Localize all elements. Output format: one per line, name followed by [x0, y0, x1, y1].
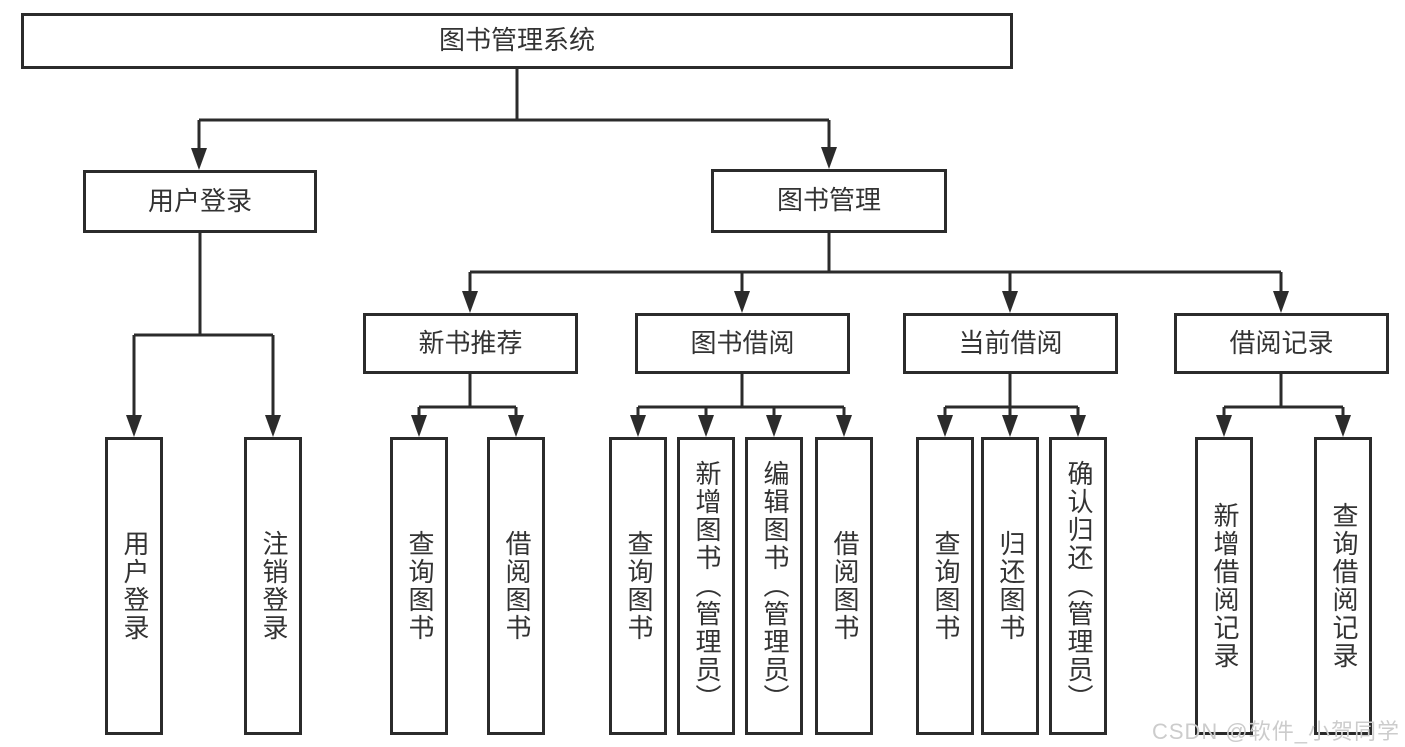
leaf-return-book-label: 归还图书	[995, 530, 1026, 642]
leaf-query-borrow-record: 查询借阅记录	[1314, 437, 1372, 735]
node-user-login: 用户登录	[83, 170, 317, 233]
node-book-borrowing-label: 图书借阅	[690, 327, 795, 358]
leaf-logout-label: 注销登录	[258, 530, 289, 642]
leaf-user-login-label: 用户登录	[119, 530, 150, 642]
leaf-query-books-3-label: 查询图书	[930, 530, 961, 642]
csdn-watermark: CSDN @软件_小贺同学	[1151, 719, 1400, 744]
node-new-book-recommendation: 新书推荐	[363, 313, 578, 374]
node-user-login-label: 用户登录	[147, 185, 252, 216]
leaf-return-book: 归还图书	[981, 437, 1039, 735]
node-new-book-recommendation-label: 新书推荐	[418, 327, 523, 358]
leaf-add-book-admin: 新增图书（管理员）	[677, 437, 735, 735]
node-book-management-label: 图书管理	[776, 185, 881, 216]
leaf-edit-book-admin: 编辑图书（管理员）	[745, 437, 803, 735]
leaf-query-books-2: 查询图书	[609, 437, 667, 735]
node-root-label: 图书管理系统	[438, 25, 595, 56]
leaf-query-books-1-label: 查询图书	[404, 530, 435, 642]
leaf-confirm-return-admin: 确认归还（管理员）	[1049, 437, 1107, 735]
node-book-borrowing: 图书借阅	[635, 313, 850, 374]
leaf-logout: 注销登录	[244, 437, 302, 735]
leaf-query-books-2-label: 查询图书	[623, 530, 654, 642]
node-borrowing-records-label: 借阅记录	[1229, 327, 1334, 358]
node-current-borrowing-label: 当前借阅	[958, 327, 1063, 358]
leaf-query-books-1: 查询图书	[390, 437, 448, 735]
node-borrowing-records: 借阅记录	[1174, 313, 1389, 374]
leaf-add-book-admin-label: 新增图书（管理员）	[691, 460, 722, 712]
node-root: 图书管理系统	[21, 13, 1013, 69]
leaf-query-borrow-record-label: 查询借阅记录	[1328, 502, 1359, 670]
leaf-add-borrow-record-label: 新增借阅记录	[1209, 502, 1240, 670]
leaf-borrow-books-2: 借阅图书	[815, 437, 873, 735]
leaf-borrow-books-1-label: 借阅图书	[501, 530, 532, 642]
node-book-management: 图书管理	[711, 169, 947, 233]
leaf-borrow-books-1: 借阅图书	[487, 437, 545, 735]
leaf-confirm-return-admin-label: 确认归还（管理员）	[1063, 460, 1094, 712]
leaf-query-books-3: 查询图书	[916, 437, 974, 735]
node-current-borrowing: 当前借阅	[903, 313, 1118, 374]
leaf-add-borrow-record: 新增借阅记录	[1195, 437, 1253, 735]
leaf-user-login: 用户登录	[105, 437, 163, 735]
leaf-borrow-books-2-label: 借阅图书	[829, 530, 860, 642]
leaf-edit-book-admin-label: 编辑图书（管理员）	[759, 460, 790, 712]
